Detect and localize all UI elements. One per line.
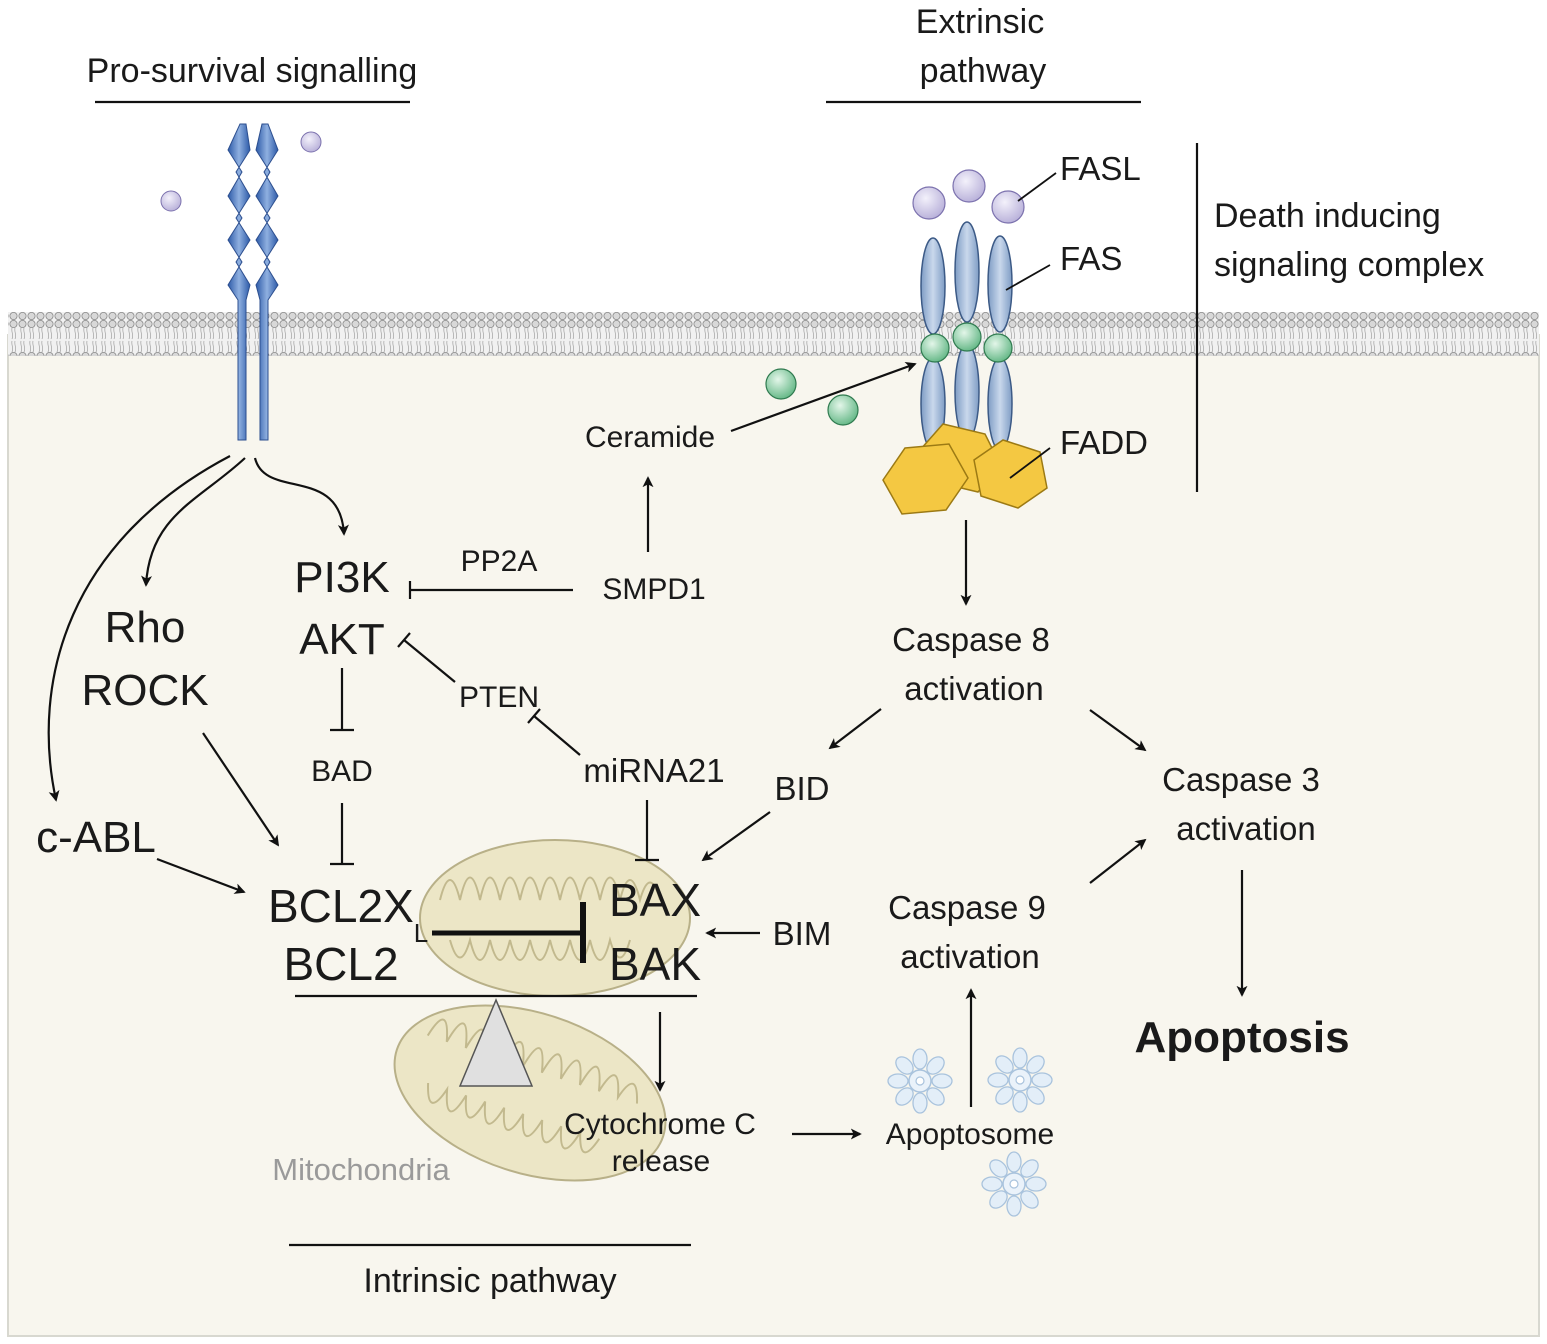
arrow-cabl-to-bcl2xl — [156, 857, 246, 894]
caspase3-label-line2: activation — [1176, 810, 1315, 847]
ceramide-molecule — [765, 368, 797, 400]
fas-ceramide-beads — [920, 322, 1013, 363]
pten-label: PTEN — [459, 681, 539, 714]
mitochondria-label: Mitochondria — [272, 1152, 450, 1187]
arrow-caspase8-to-caspase3 — [1089, 709, 1147, 752]
extrinsic-header-line1: Extrinsic — [916, 3, 1044, 41]
bcl2xl-main: BCL2X — [268, 880, 414, 932]
pathway-connectors — [47, 361, 1248, 1140]
cytoplasm — [7, 334, 1540, 1337]
bim-label: BIM — [773, 915, 832, 952]
arrow-receptor-to-pi3k — [253, 457, 349, 536]
arrow-receptor-to-cabl — [47, 455, 231, 802]
disc-label-line1: Death inducing — [1214, 197, 1441, 235]
bcl2xl-subscript: L — [414, 918, 428, 948]
arrow-receptor-to-rho — [141, 457, 246, 587]
bid-label: BID — [774, 770, 829, 807]
inhibit-mirna21-pten — [533, 715, 581, 756]
rho-label: Rho — [105, 603, 186, 652]
arrow-caspase8-to-bid — [828, 708, 882, 750]
pp2a-label: PP2A — [461, 545, 538, 578]
growth-factor-receptor — [227, 123, 279, 441]
growth-factor-ligand — [300, 131, 322, 153]
arrow-ceramide-to-fas — [730, 361, 917, 433]
cytochrome-c-label-line1: Cytochrome C — [564, 1108, 756, 1141]
apoptosome-icon — [987, 1047, 1053, 1113]
inhibit-pten-akt-bar — [397, 632, 411, 648]
bak-label: BAK — [609, 938, 701, 990]
fas-receptors — [920, 221, 1013, 451]
cabl-label: c-ABL — [36, 813, 156, 862]
arrow-rock-to-bcl2xl — [202, 732, 280, 847]
fadd-leader — [1009, 447, 1051, 479]
caspase9-label-line2: activation — [900, 938, 1039, 975]
inhibit-pten-akt — [403, 639, 456, 683]
disc-label-line2: signaling complex — [1214, 246, 1484, 284]
apoptosome-icon — [887, 1048, 953, 1114]
caspase3-label-line1: Caspase 3 — [1162, 761, 1320, 798]
bcl2xl-label: BCL2XL — [268, 880, 428, 948]
pro-survival-header: Pro-survival signalling — [87, 52, 418, 90]
akt-label: AKT — [299, 615, 385, 664]
apoptosome-icon — [981, 1151, 1047, 1217]
apoptosis-label: Apoptosis — [1134, 1013, 1349, 1062]
mitochondrion-lower — [393, 1004, 667, 1182]
fasl-label: FASL — [1060, 150, 1141, 187]
caspase9-label-line1: Caspase 9 — [888, 889, 1046, 926]
pi3k-label: PI3K — [294, 553, 389, 602]
bax-label: BAX — [609, 874, 701, 926]
fadd-label: FADD — [1060, 424, 1148, 461]
ceramide-label: Ceramide — [585, 421, 715, 454]
apoptosome-label: Apoptosome — [886, 1118, 1054, 1151]
fasl-ligands — [912, 169, 1025, 224]
fas-leader — [1005, 264, 1051, 291]
mirna21-label: miRNA21 — [583, 752, 724, 789]
balance-fulcrum — [458, 998, 534, 1087]
inhibit-mirna21-pten-bar — [527, 708, 541, 724]
cytochrome-c-label-line2: release — [612, 1145, 710, 1178]
fadd-hexagons — [882, 423, 1048, 515]
extrinsic-header-line2: pathway — [920, 52, 1047, 90]
growth-factor-ligand — [160, 190, 182, 212]
bad-label: BAD — [311, 755, 373, 788]
bcl2-label: BCL2 — [283, 938, 398, 990]
fas-label: FAS — [1060, 240, 1122, 277]
arrow-bid-to-bax — [701, 811, 771, 862]
caspase8-label-line2: activation — [904, 670, 1043, 707]
smpd1-label: SMPD1 — [602, 573, 705, 606]
rock-label: ROCK — [81, 666, 208, 715]
ceramide-molecule — [827, 394, 859, 426]
intrinsic-header: Intrinsic pathway — [363, 1262, 616, 1300]
fasl-leader — [1017, 172, 1057, 202]
arrow-caspase9-to-caspase3 — [1089, 838, 1147, 884]
caspase8-label-line1: Caspase 8 — [892, 621, 1050, 658]
